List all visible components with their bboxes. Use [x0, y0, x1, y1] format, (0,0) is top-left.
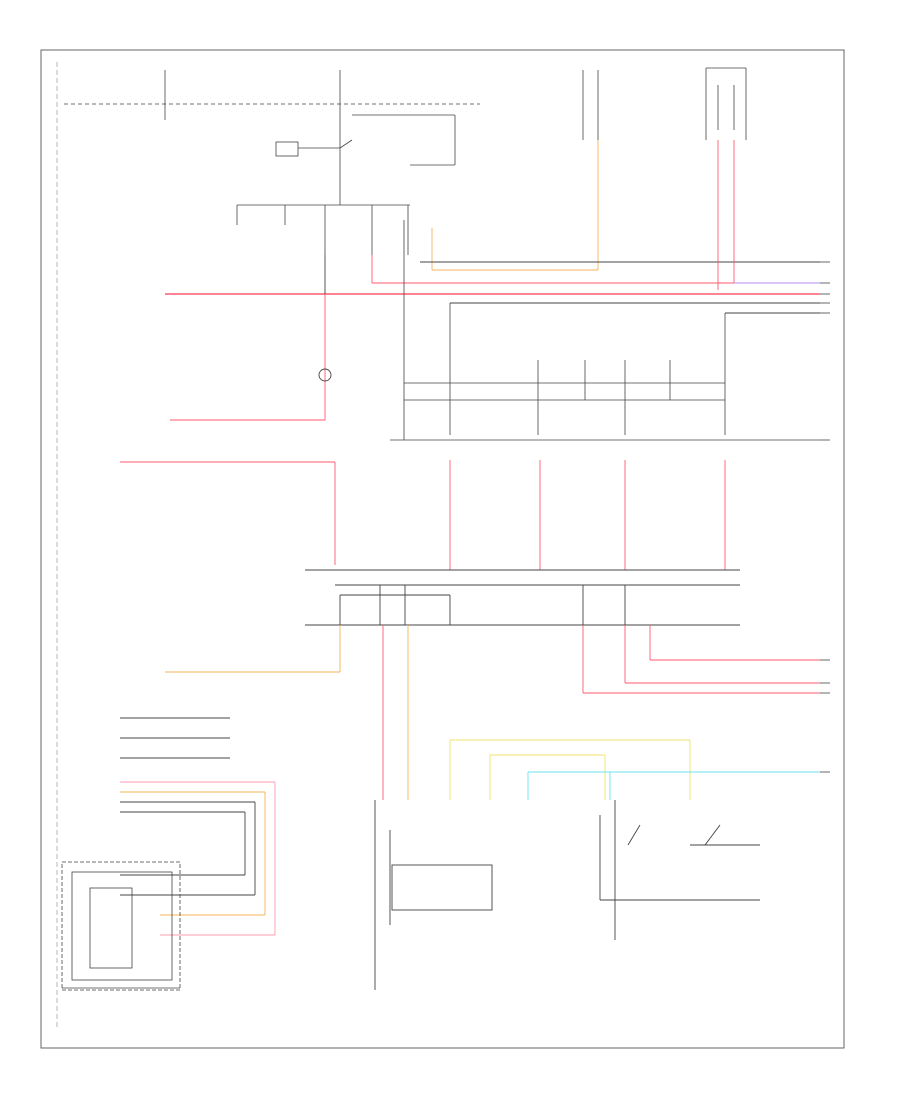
lower-right-circuits	[374, 625, 820, 990]
left-relay-section	[120, 294, 336, 565]
diagram-frame	[40, 49, 845, 1049]
upper-connector-block	[390, 220, 820, 441]
headlamp-switch	[61, 861, 181, 991]
right-bus-wires	[165, 140, 820, 314]
lower-left-wires	[120, 717, 276, 936]
edge-connector-ticks	[820, 261, 830, 773]
middle-harness	[165, 460, 820, 694]
top-power-section	[64, 67, 747, 255]
